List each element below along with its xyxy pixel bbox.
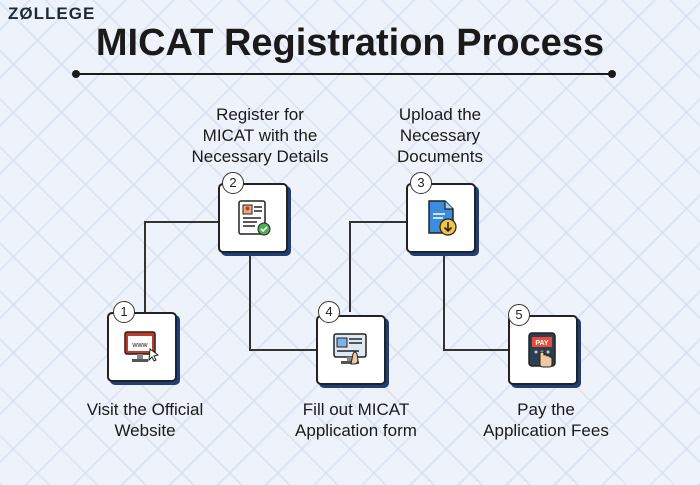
website-monitor-icon: www bbox=[124, 331, 160, 362]
brand-logo: ZØLLEGE bbox=[8, 4, 96, 23]
payment-icon: PAY bbox=[528, 332, 556, 368]
connector-2-4 bbox=[249, 255, 316, 351]
step-3-box bbox=[406, 183, 476, 253]
step-2-badge: 2 bbox=[222, 172, 244, 194]
document-download-icon bbox=[428, 200, 457, 236]
step-4-label: Fill out MICAT Application form bbox=[295, 400, 417, 440]
step-1-label: Visit the Official Website bbox=[86, 400, 204, 440]
step-4-box bbox=[316, 315, 386, 385]
connector-3-5 bbox=[443, 255, 508, 351]
step-5-label: Pay the Application Fees bbox=[483, 400, 609, 440]
step-3-badge: 3 bbox=[410, 172, 432, 194]
step-4-badge: 4 bbox=[318, 301, 340, 323]
step-5-badge: 5 bbox=[508, 304, 530, 326]
registration-form-icon bbox=[238, 200, 271, 236]
pay-text: PAY bbox=[535, 340, 549, 347]
step-1-badge: 1 bbox=[113, 301, 135, 323]
step-2-label: Register for MICAT with the Necessary De… bbox=[191, 105, 329, 166]
connector-4-3 bbox=[349, 221, 406, 312]
step-3-label: Upload the Necessary Documents bbox=[397, 105, 483, 166]
step-1-box: www bbox=[107, 312, 177, 382]
step-5-box: PAY bbox=[508, 315, 578, 385]
www-text: www bbox=[131, 342, 148, 349]
application-form-icon bbox=[333, 333, 367, 365]
step-2-box bbox=[218, 183, 288, 253]
title-underline bbox=[72, 70, 616, 78]
connector-1-2 bbox=[144, 221, 218, 312]
page-title: MICAT Registration Process bbox=[95, 22, 605, 64]
